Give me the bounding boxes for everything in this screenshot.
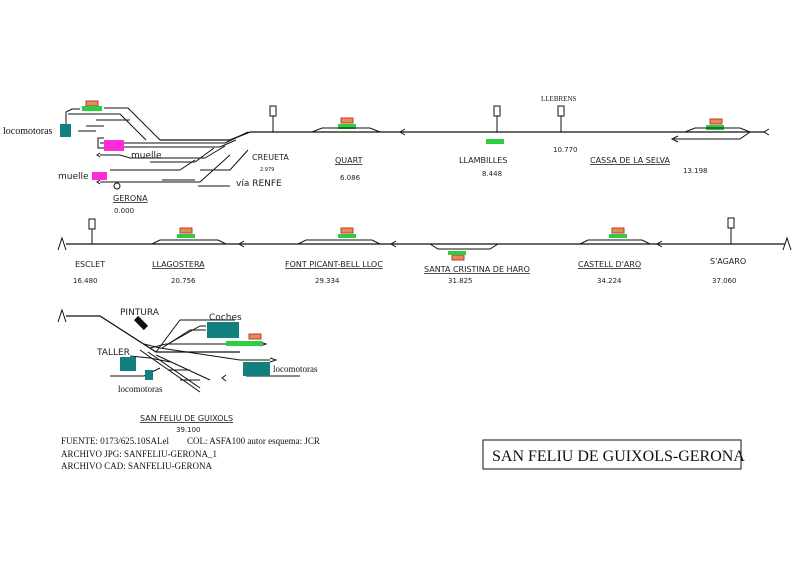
llebrens-name: LLEBRENS [541,95,576,103]
esclet-km: 16.480 [73,277,98,285]
paint-shop [133,315,149,331]
station-santa-cristina: SANTA CRISTINA DE HARO 31.825 [424,243,530,285]
platform-gerona [82,106,102,111]
gerona-name: GERONA [113,194,148,203]
halt-sign-creueta [269,105,277,117]
san-feliu-yard: PINTURA Coches TALLER locomotoras locomo… [57,308,318,434]
footer-archivo-jpg: ARCHIVO JPG: SANFELIU-GERONA_1 [61,449,217,459]
llambilles-km: 8.448 [482,170,502,178]
footer-archivo-cad: ARCHIVO CAD: SANFELIU-GERONA [61,461,213,471]
llagostera-name: LLAGOSTERA [152,260,205,269]
station-building-gerona [85,100,99,107]
station-building-castell [611,227,625,234]
station-building-cassa [709,118,723,125]
station-building-font [340,227,354,234]
workshop [120,357,136,371]
locomotive-shed-sanfeliu [243,362,270,376]
station-building-santa [451,254,465,261]
cassa-name: CASSA DE LA SELVA [590,156,670,165]
break-right-row2 [782,236,792,251]
muelle-2-label: muelle [58,172,89,182]
castell-daro-km: 34.224 [597,277,622,285]
station-cassa: CASSA DE LA SELVA 13.198 [590,118,770,175]
platform-llagostera [177,234,195,238]
diagram-title: SAN FELIU DE GUIXOLS-GERONA [492,448,745,465]
footer-col: COL: ASFA100 autor esquema: JCR [187,436,320,446]
halt-sign-sagaro [727,217,735,229]
gerona-yard: locomotoras muelle muelle vía RENFE [3,100,282,215]
platform-sanfeliu-2 [248,341,262,346]
dock-2 [92,172,107,180]
break-left-row2 [57,236,67,251]
station-quart: QUART 6.086 [311,117,406,182]
footer-fuente: FUENTE: 0173/625.10SALel [61,436,169,446]
platform-font [338,234,356,238]
station-building-quart [340,117,354,124]
font-picant-name: FONT PICANT-BELL LLOC [285,260,383,269]
platform-llambilles [486,139,504,144]
platform-sanfeliu-1 [226,341,248,346]
halt-sign-llebrens [557,105,565,117]
llebrens-km: 10.770 [553,146,578,154]
title-box: SAN FELIU DE GUIXOLS-GERONA [482,439,745,470]
footer-info: FUENTE: 0173/625.10SALel COL: ASFA100 au… [61,436,320,471]
station-font-picant: FONT PICANT-BELL LLOC 29.334 [285,227,397,285]
via-renfe-label: vía RENFE [236,179,282,189]
locomotoras-label-sf1: locomotoras [118,384,163,394]
esclet-name: ESCLET [75,260,105,269]
station-building-sanfeliu [248,333,262,340]
coach-shed [207,322,239,338]
creueta-name: CREUETA [252,153,289,162]
font-picant-km: 29.334 [315,277,340,285]
muelle-1-label: muelle [131,151,162,161]
santa-cristina-name: SANTA CRISTINA DE HARO [424,265,530,274]
quart-name: QUART [335,156,363,165]
gerona-km: 0.000 [114,207,134,215]
locomotive-shed-gerona [60,124,71,137]
platform-castell [609,234,627,238]
workshop-small [145,370,153,380]
llagostera-km: 20.756 [171,277,196,285]
sagaro-name: S'AGARO [710,257,746,266]
station-llagostera: LLAGOSTERA 20.756 [151,227,245,285]
station-llebrens: LLEBRENS 10.770 [541,95,578,154]
taller-label: TALLER [96,348,130,358]
station-sagaro: S'AGARO 37.060 [710,217,746,285]
dock-1 [104,140,124,151]
castell-daro-name: CASTELL D'ARO [578,260,641,269]
station-llambilles: LLAMBILLES 8.448 [459,105,507,178]
creueta-km: 2.979 [260,167,274,173]
station-esclet: ESCLET 16.480 [73,218,105,285]
santa-cristina-km: 31.825 [448,277,473,285]
halt-sign-esclet [88,218,96,230]
llambilles-name: LLAMBILLES [459,156,507,165]
coches-label: Coches [209,313,242,323]
halt-sign-llambilles [493,105,501,117]
locomotoras-label-gerona: locomotoras [3,126,53,137]
quart-km: 6.086 [340,174,361,182]
cassa-km: 13.198 [683,167,708,175]
sanfeliu-km: 39.100 [176,426,201,434]
station-creueta: CREUETA 2.979 [252,105,289,173]
platform-santa [448,251,466,255]
sagaro-km: 37.060 [712,277,737,285]
turntable [113,182,121,190]
station-building-llagostera [179,227,193,234]
pintura-label: PINTURA [120,308,160,318]
platform-quart [338,124,356,129]
station-castell-daro: CASTELL D'ARO 34.224 [578,227,663,285]
sanfeliu-name: SAN FELIU DE GUIXOLS [140,414,233,423]
locomotoras-label-sf2: locomotoras [273,364,318,374]
